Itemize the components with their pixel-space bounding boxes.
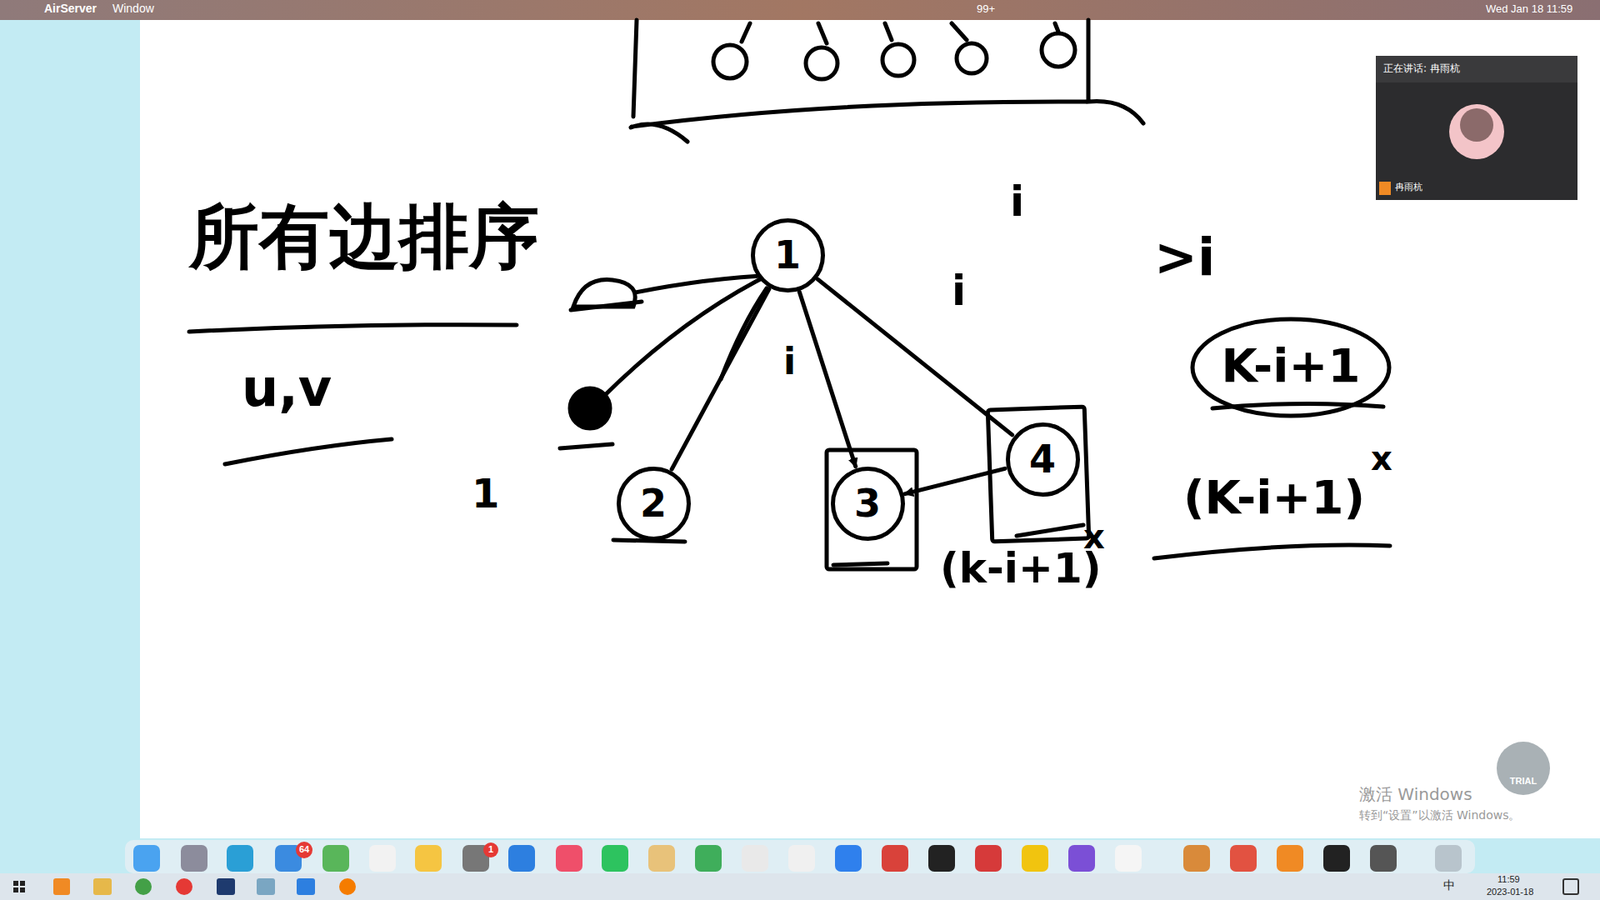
ink-connector (671, 289, 770, 470)
dock-badge: 1 (488, 844, 494, 855)
tray-clock: 11:59 (1497, 874, 1520, 885)
node-number: 3 (854, 484, 881, 523)
note-number: 1 (471, 471, 500, 516)
menu-clock: Wed Jan 18 11:59 (1485, 3, 1573, 15)
numbered-circle: 3 (830, 466, 905, 541)
watermark: 转到“设置”以激活 Windows。 (1359, 809, 1520, 822)
formula-note: (K-i+1) (1183, 471, 1365, 524)
menu-item: Window (112, 2, 155, 15)
input-method: 中 (1443, 879, 1455, 892)
speaker-caption: 正在讲话: 冉雨杭 (1383, 63, 1460, 75)
tray-date: 2023-01-18 (1486, 886, 1534, 897)
numbered-circle: 2 (616, 466, 691, 541)
formula-note: (k-i+1) (940, 545, 1102, 592)
numbered-circle: 1 (750, 218, 825, 293)
note-text: u,v (241, 360, 332, 417)
node-number: 2 (640, 484, 667, 523)
exponent-mark: x (1370, 440, 1393, 477)
formula-note: K-i+1 (1221, 340, 1361, 392)
dock (125, 840, 1475, 874)
node-number: 4 (1029, 440, 1056, 479)
status-badge: 99+ (976, 3, 995, 15)
trial-button (1496, 741, 1550, 795)
dock-badge: 64 (299, 844, 310, 855)
numbered-circle: 4 (1005, 422, 1080, 497)
node-number: 1 (774, 235, 801, 275)
heading-note: 所有边排序 (189, 198, 540, 275)
formula-note: >i (1154, 229, 1215, 286)
ink-connector (817, 279, 1012, 435)
taskbar-icons (13, 878, 1579, 895)
whiteboard (140, 20, 1600, 839)
index-mark: i (951, 268, 966, 315)
speaker-name: 冉雨杭 (1395, 182, 1423, 193)
index-mark: i (783, 341, 796, 382)
ink-connector (905, 468, 1005, 494)
watermark: 激活 Windows (1359, 785, 1473, 804)
trial-text: TRIAL (1510, 775, 1537, 786)
dock-icons (133, 841, 1462, 872)
ink-connector (799, 291, 855, 466)
menu-bar (0, 0, 1600, 20)
menu-item: AirServer (44, 2, 97, 15)
index-mark: i (1010, 179, 1025, 225)
avatar (1449, 104, 1505, 160)
ink-strokes (189, 20, 1390, 570)
video-panel (1375, 55, 1578, 200)
taskbar (0, 873, 1600, 900)
exponent-mark: x (1083, 518, 1105, 555)
